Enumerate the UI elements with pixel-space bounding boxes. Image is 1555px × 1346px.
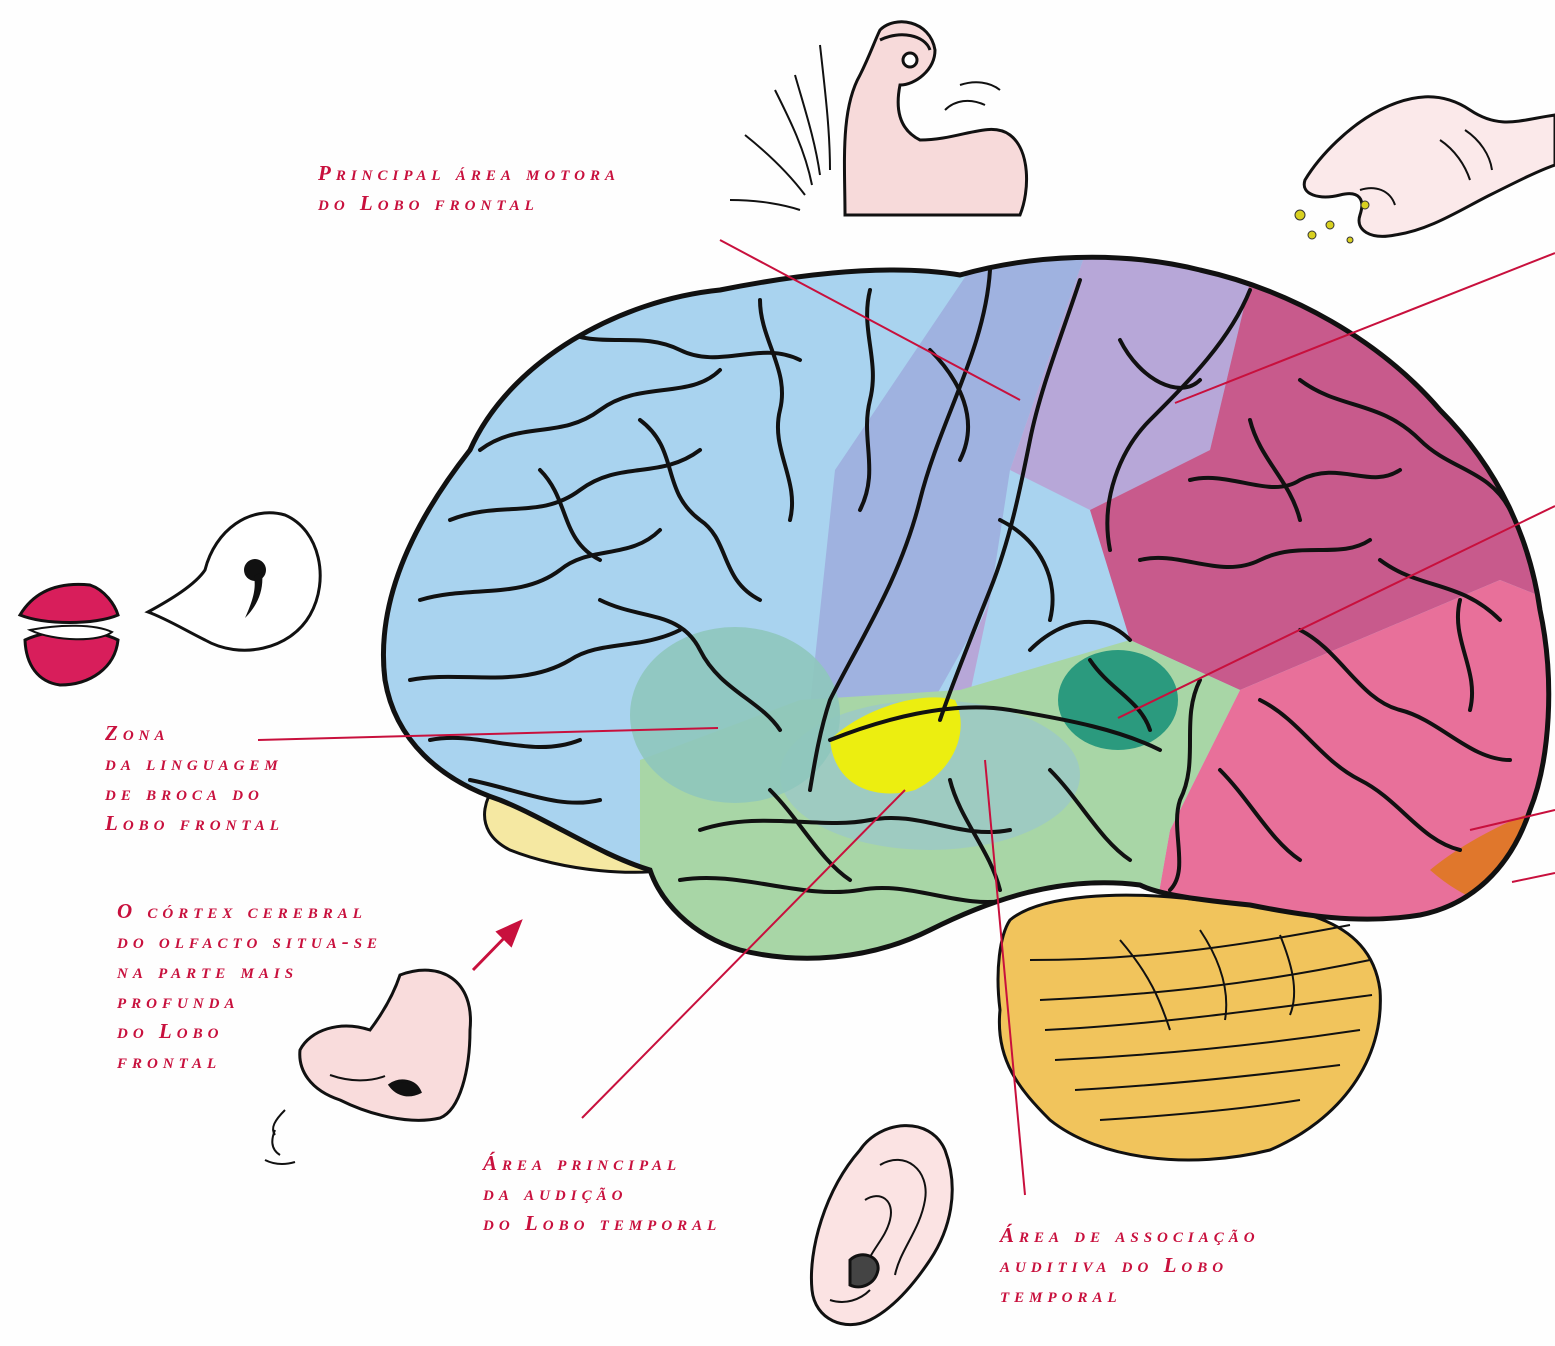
broca-label-line-1: Zona	[105, 718, 284, 748]
cerebellum-shape	[998, 895, 1380, 1160]
broca-label-line-3: de broca do	[105, 778, 284, 808]
broca-label-line-2: da linguagem	[105, 748, 284, 778]
speech-bubble-icon	[148, 513, 320, 650]
hearing-label-line-1: Área principal	[483, 1148, 721, 1178]
association-label-line-2: auditiva do Lobo	[1000, 1250, 1260, 1280]
mouth-icon	[20, 584, 118, 685]
association-label-line-3: temporal	[1000, 1280, 1260, 1310]
broca-region	[630, 627, 840, 803]
olfactory-label-line-4: profunda	[117, 986, 382, 1016]
olfactory-label-line-6: frontal	[117, 1046, 382, 1076]
ear-icon	[811, 1126, 952, 1325]
auditory-association-label: Área de associação auditiva do Lobo temp…	[1000, 1220, 1260, 1310]
hearing-label-line-2: da audição	[483, 1178, 721, 1208]
olfactory-label-line-5: do Lobo	[117, 1016, 382, 1046]
olfactory-label-line-2: do olfacto situa-se	[117, 926, 382, 956]
olfactory-label-line-3: na parte mais	[117, 956, 382, 986]
motor-label-line-2: do Lobo frontal	[318, 188, 620, 218]
broca-label-line-4: Lobo frontal	[105, 808, 284, 838]
motor-area-label: Principal área motora do Lobo frontal	[318, 158, 620, 218]
olfactory-cortex-label: O córtex cerebral do olfacto situa-se na…	[117, 896, 382, 1076]
motor-label-line-1: Principal área motora	[318, 158, 620, 188]
hearing-label-line-3: do Lobo temporal	[483, 1208, 721, 1238]
broca-area-label: Zona da linguagem de broca do Lobo front…	[105, 718, 284, 838]
association-label-line-1: Área de associação	[1000, 1220, 1260, 1250]
olfactory-label-line-1: O córtex cerebral	[117, 896, 382, 926]
arm-icon	[730, 22, 1027, 215]
primary-hearing-label: Área principal da audição do Lobo tempor…	[483, 1148, 721, 1238]
hand-icon	[1304, 97, 1555, 236]
olfactory-arrow	[473, 922, 520, 970]
visual-leader-line	[1512, 873, 1555, 882]
